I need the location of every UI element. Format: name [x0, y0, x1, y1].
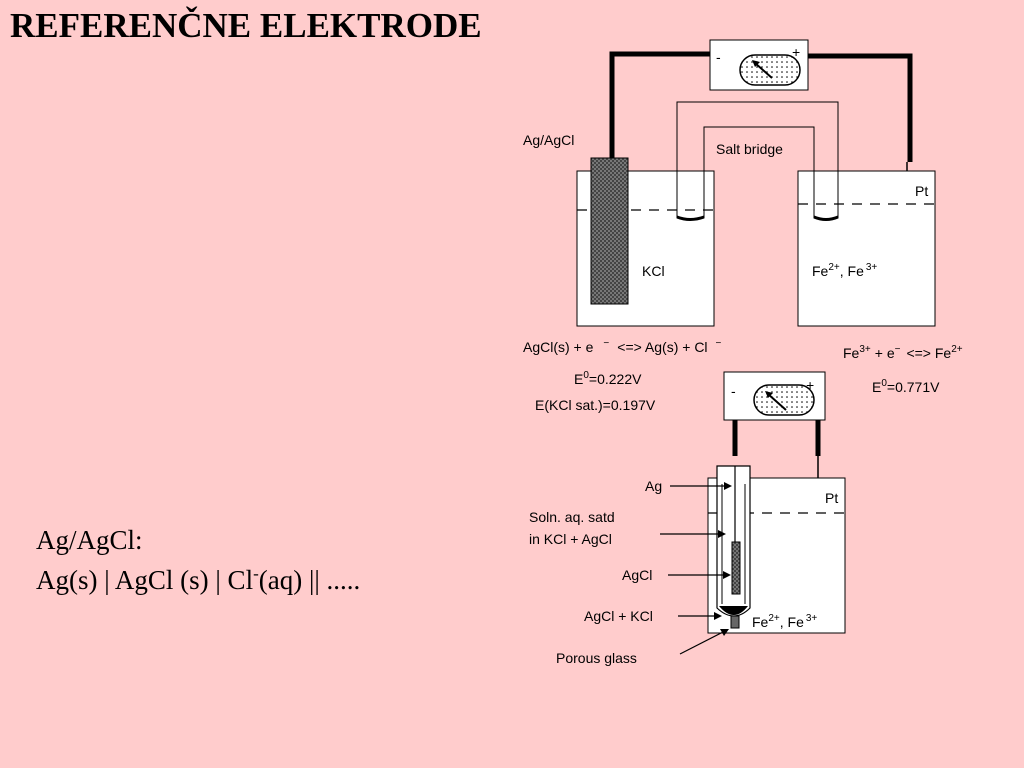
notation-line-1: Ag/AgCl:	[36, 525, 143, 555]
notation-line-2: Ag(s) | AgCl (s) | Cl-(aq) || .....	[36, 557, 360, 597]
lower-voltmeter: - +	[723, 371, 826, 421]
agcl-electrode	[590, 157, 629, 305]
porous-glass-label: Porous glass	[556, 650, 637, 666]
notation-line-2-pre: Ag(s) | AgCl (s) | Cl	[36, 565, 254, 595]
ag-agcl-label: Ag/AgCl	[523, 132, 574, 148]
right-e0: E0=0.771V	[872, 378, 940, 395]
pt-label-upper: Pt	[915, 183, 928, 199]
slide-title: REFERENČNE ELEKTRODE	[10, 6, 482, 45]
soln-label-line1: Soln. aq. satd	[529, 509, 615, 525]
upper-meter-minus: -	[716, 49, 721, 65]
right-half-reaction: Fe3++ e−<=> Fe2+	[843, 344, 963, 361]
left-e-kcl-sat: E(KCl sat.)=0.197V	[535, 397, 656, 413]
lower-meter-minus: -	[731, 383, 736, 399]
upper-voltmeter-needle	[754, 62, 773, 79]
right-beaker	[797, 170, 936, 327]
soln-label-line2: in KCl + AgCl	[529, 531, 612, 547]
pt-label-lower: Pt	[825, 490, 838, 506]
notation-line-2-post: (aq) || .....	[258, 565, 361, 595]
lower-voltmeter-needle	[767, 393, 787, 411]
soln-arrow-head	[718, 530, 726, 538]
porous-arrow	[679, 630, 726, 655]
upper-voltmeter: - +	[709, 39, 809, 91]
ag-label: Ag	[645, 478, 662, 494]
left-half-reaction: AgCl(s) + e−<=> Ag(s) + Cl−	[523, 338, 722, 355]
left-e0: E0=0.222V	[574, 370, 642, 387]
agcl-label: AgCl	[622, 567, 652, 583]
upper-voltmeter-needle-tip	[752, 60, 760, 67]
lower-meter-plus: +	[806, 377, 814, 393]
agcl-arrow-head	[723, 571, 731, 579]
upper-voltmeter-dial	[739, 54, 801, 86]
agcl-kcl-paste	[719, 606, 748, 615]
salt-bridge-label: Salt bridge	[716, 141, 783, 157]
salt-bridge-inner	[703, 126, 815, 218]
kcl-label: KCl	[642, 263, 665, 279]
cell-notation: Ag/AgCl: Ag(s) | AgCl (s) | Cl-(aq) || .…	[36, 524, 360, 597]
upper-meter-plus: +	[792, 44, 800, 60]
salt-bridge-left-end	[676, 215, 705, 221]
salt-bridge-right-end	[813, 215, 839, 221]
reference-tube-inner	[721, 484, 746, 604]
porous-arrow-head	[720, 629, 729, 636]
salt-bridge-outer	[676, 101, 839, 218]
agcl-coating	[731, 541, 741, 595]
porous-glass-frit	[730, 615, 740, 629]
notation-line-2-sup: -	[253, 564, 259, 583]
agcl-kcl-arrow-head	[714, 612, 722, 620]
lower-voltmeter-needle-tip	[765, 391, 773, 398]
lower-voltmeter-dial	[753, 384, 815, 416]
upper-right-wire	[808, 53, 913, 162]
agcl-kcl-label: AgCl + KCl	[584, 608, 653, 624]
ag-arrow-head	[724, 482, 732, 490]
upper-left-wire	[609, 51, 710, 160]
